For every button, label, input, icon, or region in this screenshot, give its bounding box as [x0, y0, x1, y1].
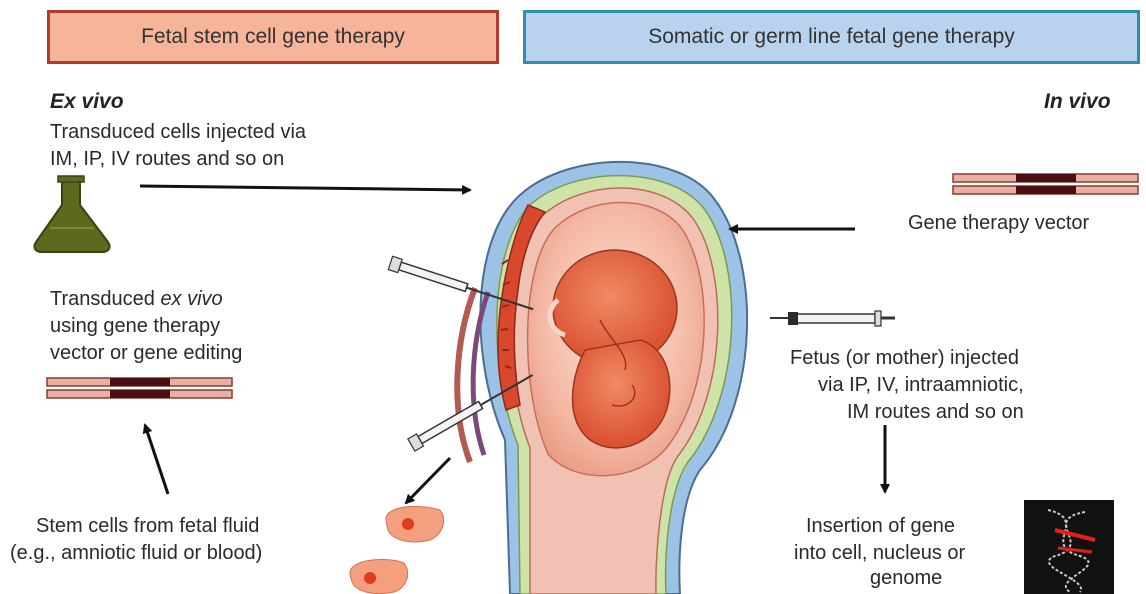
uterine-wall-layers — [457, 288, 488, 462]
dna-vector-icon — [953, 174, 1138, 194]
flask-icon — [34, 176, 109, 252]
stem-cell-icon — [386, 506, 444, 541]
dna-vector-icon — [47, 378, 232, 398]
syringe-icon — [770, 311, 895, 326]
dna-helix-icon — [1024, 500, 1114, 594]
stem-cell-icon — [350, 560, 408, 594]
